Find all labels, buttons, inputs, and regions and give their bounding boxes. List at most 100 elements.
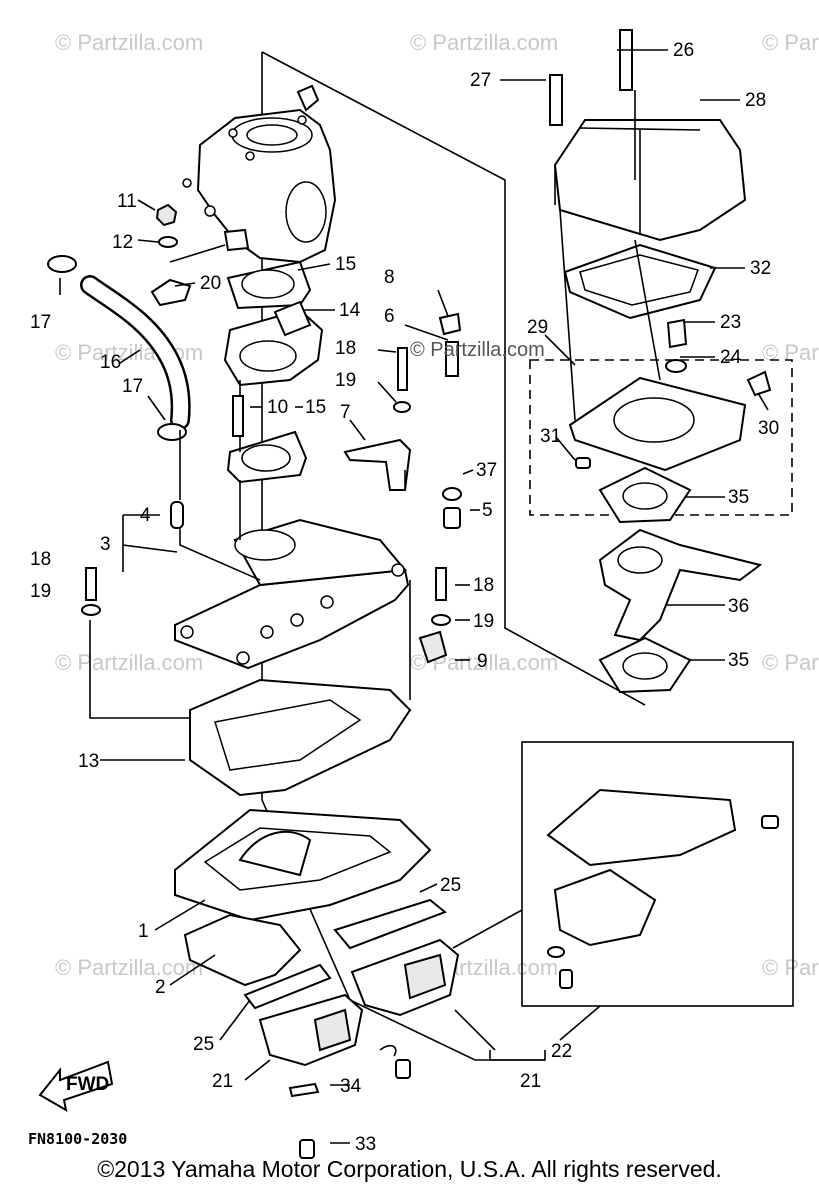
washer-19 [393,401,411,413]
callout: 29 [527,317,548,338]
gasket-25 [243,963,332,1010]
callout: 25 [193,1034,214,1055]
washer-12 [158,236,178,248]
watermark: © Partzilla.com [762,955,819,980]
watermark: © Partzilla.com [410,30,558,55]
callout: 15 [335,254,356,275]
fitting-6 [445,341,459,377]
bolt-33 [299,1139,315,1159]
callout: 19 [335,370,356,391]
callout: 23 [720,312,741,333]
callout: 5 [482,500,493,521]
detail-box-22 [521,741,794,1007]
callouts: 11 12 20 17 16 17 15 14 10 15 4 3 18 19 … [30,40,779,1155]
clip-37 [442,487,462,501]
washer-19 [431,614,451,626]
callout: 24 [720,347,742,368]
clamp-17 [157,423,187,441]
reed-block-21 [258,993,364,1067]
callout: 21 [212,1071,233,1092]
bolt-33 [395,1059,411,1079]
nut-11 [155,203,178,227]
bracket-20 [150,278,192,307]
callout: 34 [340,1076,362,1097]
callout: 19 [30,581,51,602]
watermark: © Partzilla.com [762,30,819,55]
clip-9 [418,630,448,664]
callout: 10 [267,397,288,418]
reed-detail [546,788,737,867]
watermark: © Partzilla.com [762,340,819,365]
callout: 35 [728,487,749,508]
callout: 37 [476,460,497,481]
watermark: © Partzilla.com [55,955,203,980]
callout: 13 [78,751,99,772]
bracket-7 [343,438,412,491]
callout: 26 [673,40,694,61]
watermark: © Partzilla.com [762,650,819,675]
gasket-25 [333,898,447,950]
callout: 17 [122,376,143,397]
callout: 15 [305,397,326,418]
cover-28 [553,119,747,242]
bracket-36 [598,528,763,642]
callout: 14 [339,300,361,321]
callout: 12 [112,232,133,253]
callout: 9 [477,651,488,672]
callout: 19 [473,611,494,632]
callout: 35 [728,650,749,671]
callout: 8 [384,267,395,288]
drawing-code: FN8100-2030 [28,1130,127,1148]
pipe-4 [170,501,184,529]
watermark: © Partzilla.com [55,30,203,55]
callout: 18 [473,575,494,596]
watermark: © Partzilla.com [55,650,203,675]
fitting-30 [746,370,772,397]
clamp-17 [47,255,77,273]
callout: 4 [140,505,151,526]
reed-body-1 [174,808,432,922]
callout: 6 [384,306,395,327]
callout: 32 [750,258,771,279]
callout: 31 [540,426,561,447]
plug-31 [575,457,591,469]
plug-5 [443,507,461,529]
callout: 11 [117,191,137,212]
fwd-arrow-icon: FWD [38,1060,114,1112]
bolt-18 [435,567,447,601]
bolt-26 [619,29,633,91]
callout: 36 [728,596,749,617]
callout: 30 [758,418,779,439]
callout: 20 [200,273,221,294]
bolt-18 [85,567,97,601]
callout: 22 [551,1041,572,1062]
fwd-label: FWD [66,1074,109,1095]
callout: 1 [138,921,149,942]
callout: 17 [30,312,51,333]
reed-block-21 [350,938,460,1017]
cap-8 [438,312,462,336]
callout: 16 [100,352,121,373]
callout: 2 [155,977,166,998]
watermarks: © Partzilla.com © Partzilla.com © Partzi… [55,30,819,980]
callout: 3 [100,534,111,555]
leader-lines [59,49,769,1144]
copyright-notice: ©2013 Yamaha Motor Corporation, U.S.A. A… [97,1156,722,1182]
adapter-3 [174,518,410,670]
gasket-2 [183,913,302,987]
watermark-center: © Partzilla.com [410,339,545,361]
washer-34 [288,1082,320,1098]
bolt-27 [549,74,563,126]
callout: 18 [30,549,51,570]
washer-24 [665,359,687,373]
carburetor [182,84,337,264]
assembly-frame-line [261,51,646,706]
callout: 21 [520,1071,541,1092]
callout: 33 [355,1134,376,1155]
bolt-18 [397,347,408,391]
callout: 7 [340,402,351,423]
callout: 27 [470,70,491,91]
callout: 25 [440,875,461,896]
stud-10 [232,395,244,437]
